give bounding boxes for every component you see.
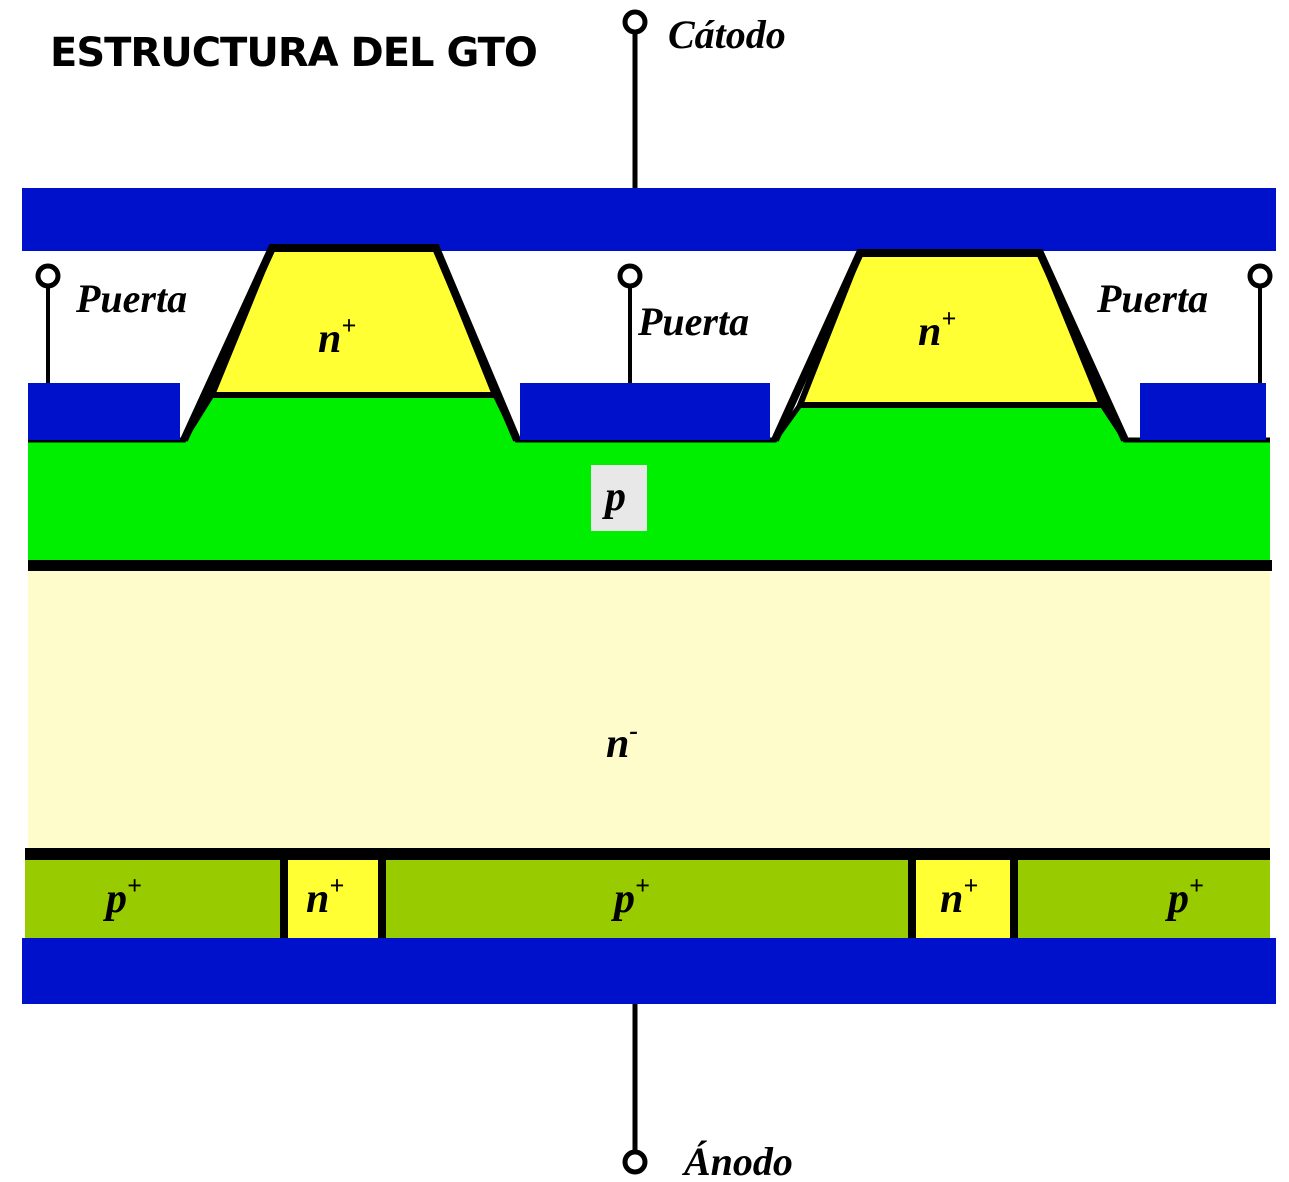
diagram-title: ESTRUCTURA DEL GTO <box>50 30 537 76</box>
separator-1 <box>280 860 288 938</box>
separator-2 <box>378 860 386 938</box>
p-label-background <box>591 465 647 531</box>
p-plus-left-label: p+ <box>103 871 142 922</box>
gate-terminal-right-icon <box>1247 263 1273 289</box>
gate-metal-center <box>520 383 770 440</box>
n-plus-short-right-label: n+ <box>940 871 978 922</box>
p-plus-right-label: p+ <box>1165 871 1204 922</box>
n-plus-anode-short-left <box>288 860 378 938</box>
cathode-terminal-icon <box>622 9 648 35</box>
gate-metal-left <box>28 383 180 440</box>
p-plus-anode-left <box>25 860 280 938</box>
separator-4 <box>1010 860 1018 938</box>
gate-terminal-left-icon <box>35 263 61 289</box>
anode-junction-line <box>25 848 1270 860</box>
gate-label-left: Puerta <box>75 276 187 321</box>
n-plus-anode-short-right <box>916 860 1010 938</box>
n-plus-left-label: n+ <box>318 311 356 362</box>
p-plus-anode-center <box>386 860 908 938</box>
anode-label: Ánodo <box>681 1139 793 1182</box>
n-plus-right-outline <box>771 249 1129 442</box>
anode-metal <box>22 938 1276 1004</box>
p-base-region <box>28 395 1270 565</box>
p-plus-anode-right <box>1018 860 1270 938</box>
gate-label-right: Puerta <box>1096 276 1208 321</box>
p-n-junction-line <box>28 560 1272 571</box>
n-plus-left-outline <box>180 244 521 442</box>
gate-metal-right <box>1140 383 1266 440</box>
p-base-label: p <box>602 474 626 520</box>
separator-3 <box>908 860 916 938</box>
n-plus-right-label: n+ <box>918 304 956 355</box>
gate-label-center: Puerta <box>637 299 749 344</box>
cathode-metal <box>22 188 1276 251</box>
p-plus-center-label: p+ <box>611 871 650 922</box>
gate-terminal-center-icon <box>617 263 643 289</box>
anode-terminal-icon <box>622 1149 648 1175</box>
n-minus-drift-region <box>28 570 1270 850</box>
n-plus-short-left-label: n+ <box>306 871 344 922</box>
cathode-label: Cátodo <box>668 12 786 57</box>
n-minus-label: n- <box>606 716 638 767</box>
